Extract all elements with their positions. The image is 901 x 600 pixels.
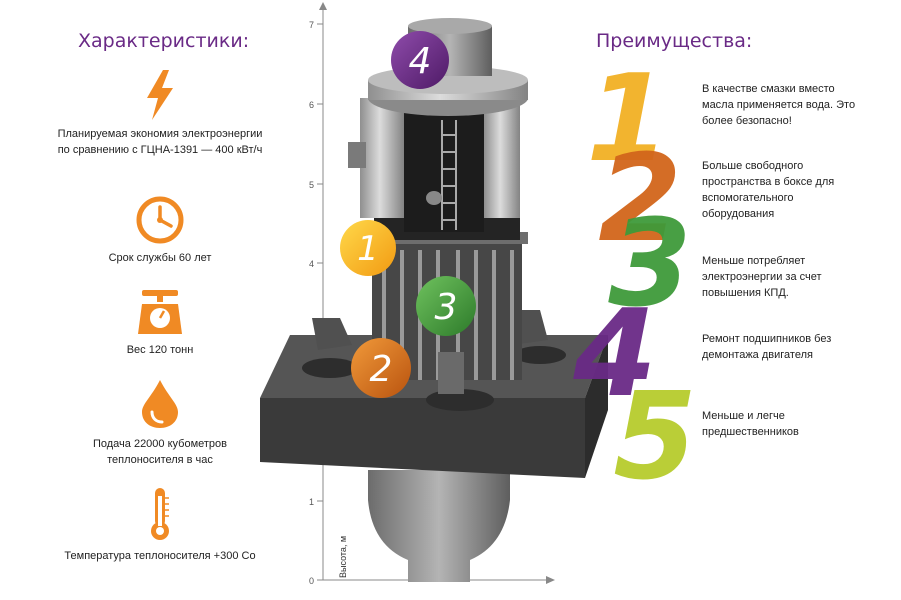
feature-temperature: Температура теплоносителя +300 Со	[55, 486, 265, 564]
scale-icon	[138, 290, 182, 334]
numeral-3: 3	[608, 195, 692, 334]
feature-energy: Планируемая экономия электроэнергии по с…	[55, 70, 265, 158]
feature-energy-text: Планируемая экономия электроэнергии по с…	[57, 128, 263, 156]
advantage-2-text: Больше свободного пространства в боксе д…	[702, 160, 835, 220]
numeral-2: 2	[598, 130, 682, 269]
height-axis: 7 6 5 4 1 0 Высота, м	[309, 2, 555, 586]
tick-label-5: 5	[309, 180, 314, 190]
callout-2: 2	[351, 338, 411, 398]
callout-1-label: 1	[357, 229, 379, 269]
clock-icon	[136, 196, 184, 244]
tick-label-4: 4	[309, 259, 314, 269]
advantage-5-text: Меньше и легче предшественников	[702, 410, 799, 438]
drop-icon	[142, 380, 178, 428]
feature-lifetime-text: Срок службы 60 лет	[108, 252, 212, 264]
tick-label-7: 7	[309, 20, 314, 30]
callout-1: 1	[340, 220, 396, 276]
tick-label-1: 1	[309, 497, 314, 507]
advantages-title: Преимущества:	[596, 30, 753, 52]
callout-4-label: 4	[409, 41, 432, 82]
callout-3-label: 3	[435, 287, 458, 328]
feature-temperature-text: Температура теплоносителя +300 Со	[64, 550, 256, 562]
callout-4: 4	[391, 31, 449, 89]
features-title: Характеристики:	[78, 30, 250, 52]
advantage-1-text: В качестве смазки вместо масла применяет…	[702, 83, 856, 127]
feature-lifetime: Срок службы 60 лет	[55, 196, 265, 266]
numeral-4: 4	[572, 285, 657, 424]
callout-2-label: 2	[370, 349, 393, 390]
feature-weight: Вес 120 тонн	[55, 288, 265, 358]
axis-label: Высота, м	[338, 536, 348, 578]
tick-label-6: 6	[309, 100, 314, 110]
feature-flow: Подача 22000 кубометров теплоносителя в …	[55, 378, 265, 468]
feature-flow-text: Подача 22000 кубометров теплоносителя в …	[92, 438, 228, 466]
feature-weight-text: Вес 120 тонн	[126, 344, 194, 356]
thermometer-icon	[151, 488, 169, 540]
advantage-3-text: Меньше потребляет электроэнергии за счет…	[702, 255, 822, 299]
lightning-icon	[147, 70, 173, 120]
callout-3: 3	[416, 276, 476, 336]
tick-label-0: 0	[309, 576, 314, 586]
advantage-4-text: Ремонт подшипников без демонтажа двигате…	[702, 333, 832, 361]
numeral-5: 5	[613, 368, 697, 507]
advantage-numerals: 1 2 3 4 5	[572, 50, 697, 507]
pump-illustration	[260, 18, 608, 582]
numeral-1: 1	[586, 50, 670, 189]
